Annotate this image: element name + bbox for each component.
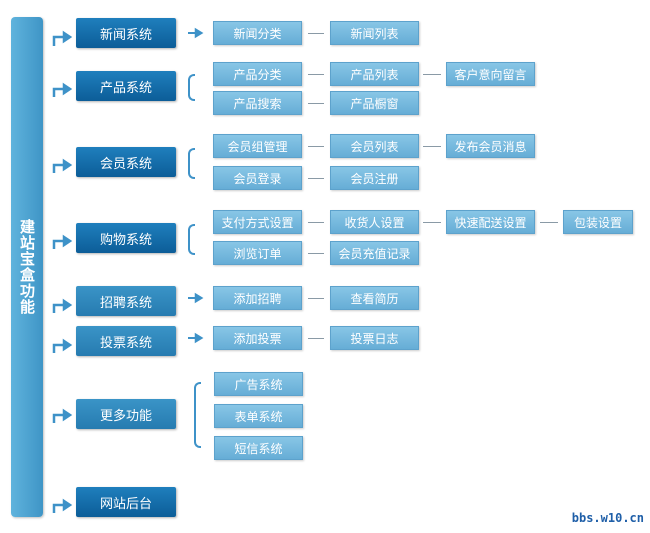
connector-dash <box>308 298 324 299</box>
item-consignee-settings[interactable]: 收货人设置 <box>330 210 419 234</box>
category-more[interactable]: 更多功能 <box>76 399 176 429</box>
item-vote-log[interactable]: 投票日志 <box>330 326 419 350</box>
category-recruit[interactable]: 招聘系统 <box>76 286 176 316</box>
category-product[interactable]: 产品系统 <box>76 71 176 101</box>
elbow-arrow-recruit <box>52 303 64 313</box>
connector-dash <box>308 253 324 254</box>
brace-product <box>188 74 195 101</box>
item-product-list[interactable]: 产品列表 <box>330 62 419 86</box>
item-sms-system[interactable]: 短信系统 <box>214 436 303 460</box>
connector-dash <box>540 222 558 223</box>
connector-dash <box>308 103 324 104</box>
connector-dash <box>423 74 441 75</box>
item-member-message[interactable]: 发布会员消息 <box>446 134 535 158</box>
item-member-group[interactable]: 会员组管理 <box>213 134 302 158</box>
item-news-list[interactable]: 新闻列表 <box>330 21 419 45</box>
item-ad-system[interactable]: 广告系统 <box>214 372 303 396</box>
connector-dash <box>308 338 324 339</box>
root-title: 建站宝盒功能 <box>18 219 36 315</box>
connector-dash <box>308 33 324 34</box>
item-add-recruitment[interactable]: 添加招聘 <box>213 286 302 310</box>
watermark: bbs.w10.cn <box>571 511 644 525</box>
item-payment-settings[interactable]: 支付方式设置 <box>213 210 302 234</box>
elbow-arrow-news <box>52 35 64 46</box>
root-node: 建站宝盒功能 <box>11 17 43 517</box>
item-recharge-records[interactable]: 会员充值记录 <box>330 241 419 265</box>
elbow-arrow-backend <box>52 503 64 513</box>
category-shopping[interactable]: 购物系统 <box>76 223 176 253</box>
item-product-showcase[interactable]: 产品橱窗 <box>330 91 419 115</box>
item-product-search[interactable]: 产品搜索 <box>213 91 302 115</box>
item-form-system[interactable]: 表单系统 <box>214 404 303 428</box>
brace-more <box>194 382 201 448</box>
connector-dash <box>423 146 441 147</box>
item-delivery-settings[interactable]: 快速配送设置 <box>446 210 535 234</box>
elbow-arrow-member <box>52 163 64 173</box>
item-product-category[interactable]: 产品分类 <box>213 62 302 86</box>
elbow-arrow-vote <box>52 343 64 353</box>
brace-shopping <box>188 224 195 255</box>
item-news-category[interactable]: 新闻分类 <box>213 21 302 45</box>
item-add-vote[interactable]: 添加投票 <box>213 326 302 350</box>
category-member[interactable]: 会员系统 <box>76 147 176 177</box>
connector-dash <box>308 74 324 75</box>
connector-dash <box>308 222 324 223</box>
connector-dash <box>423 222 441 223</box>
connector-dash <box>308 178 324 179</box>
connector-dash <box>308 146 324 147</box>
item-member-list[interactable]: 会员列表 <box>330 134 419 158</box>
item-member-register[interactable]: 会员注册 <box>330 166 419 190</box>
brace-member <box>188 148 195 179</box>
item-view-resumes[interactable]: 查看简历 <box>330 286 419 310</box>
category-news[interactable]: 新闻系统 <box>76 18 176 48</box>
item-customer-message[interactable]: 客户意向留言 <box>446 62 535 86</box>
item-browse-orders[interactable]: 浏览订单 <box>213 241 302 265</box>
elbow-arrow-shopping <box>52 239 64 249</box>
item-packaging-settings[interactable]: 包装设置 <box>563 210 633 234</box>
category-backend[interactable]: 网站后台 <box>76 487 176 517</box>
category-vote[interactable]: 投票系统 <box>76 326 176 356</box>
elbow-arrow-more <box>52 413 64 423</box>
item-member-login[interactable]: 会员登录 <box>213 166 302 190</box>
elbow-arrow-product <box>52 87 64 97</box>
